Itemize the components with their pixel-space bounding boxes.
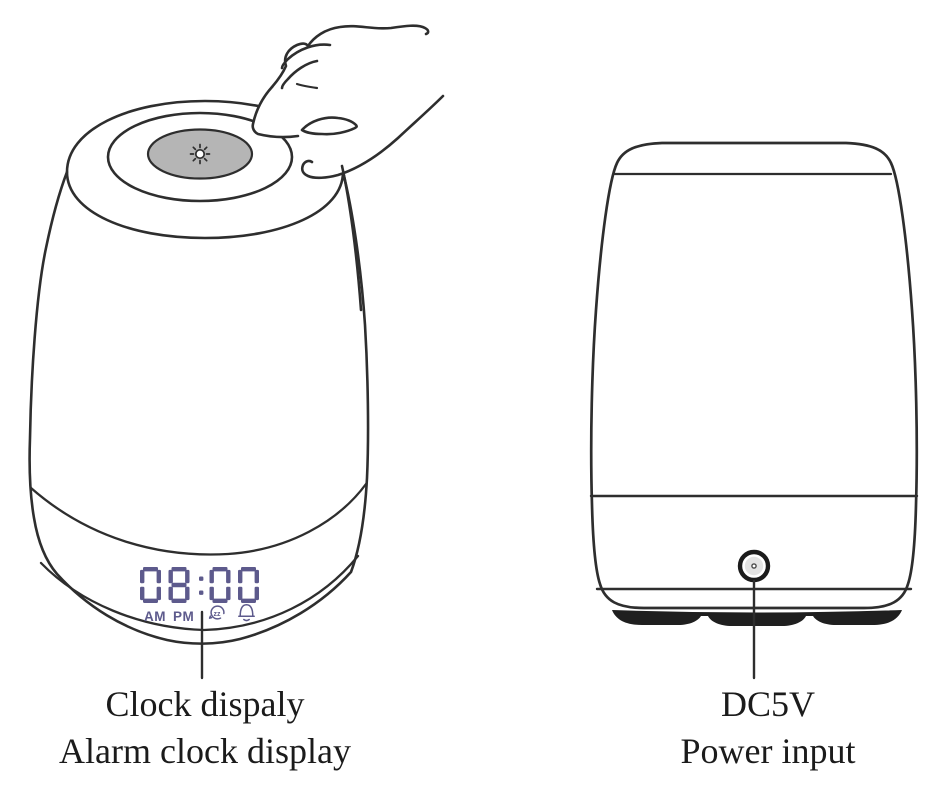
hand-lower-sweep (300, 94, 445, 180)
shade-base-separation (29, 482, 368, 556)
clock-display: AM PM zz (140, 567, 259, 624)
alarm-bell-icon (238, 604, 255, 622)
index-finger (251, 85, 300, 139)
knuckle-crease (295, 82, 319, 90)
touch-hand-illustration (251, 24, 445, 312)
thumb (300, 116, 358, 136)
hand-fill (252, 25, 443, 179)
curled-finger-ring (280, 59, 319, 90)
front-caption: Clock dispaly Alarm clock display (25, 681, 385, 775)
front-caption-line1: Clock dispaly (105, 684, 305, 724)
lamp-back-figure (589, 141, 919, 680)
rubber-feet (612, 610, 902, 626)
curled-finger-middle (280, 43, 332, 70)
power-jack (737, 549, 771, 583)
back-caption: DC5V Power input (610, 681, 926, 775)
pm-label: PM (173, 609, 194, 624)
snooze-icon (210, 605, 225, 620)
top-rim-ellipse (65, 170, 345, 240)
lamp-body-outline (28, 99, 370, 645)
back-caption-line2: Power input (680, 731, 856, 771)
snooze-zz-text: zz (214, 611, 222, 618)
front-caption-line2: Alarm clock display (59, 731, 351, 771)
base-rim-arc (39, 554, 360, 632)
back-caption-line1: DC5V (720, 684, 815, 724)
power-jack-pin (751, 563, 757, 569)
lamp-front-figure: AM PM zz (28, 99, 370, 680)
snooze-arrow (208, 615, 213, 619)
hand-top-contour (270, 24, 430, 89)
brightness-icon (189, 143, 211, 165)
lamp-edge-over-hand (340, 164, 363, 312)
seven-segment-time (140, 567, 259, 603)
back-body-outline (589, 141, 919, 610)
am-label: AM (144, 609, 166, 624)
inner-rim-ellipse (106, 111, 294, 203)
